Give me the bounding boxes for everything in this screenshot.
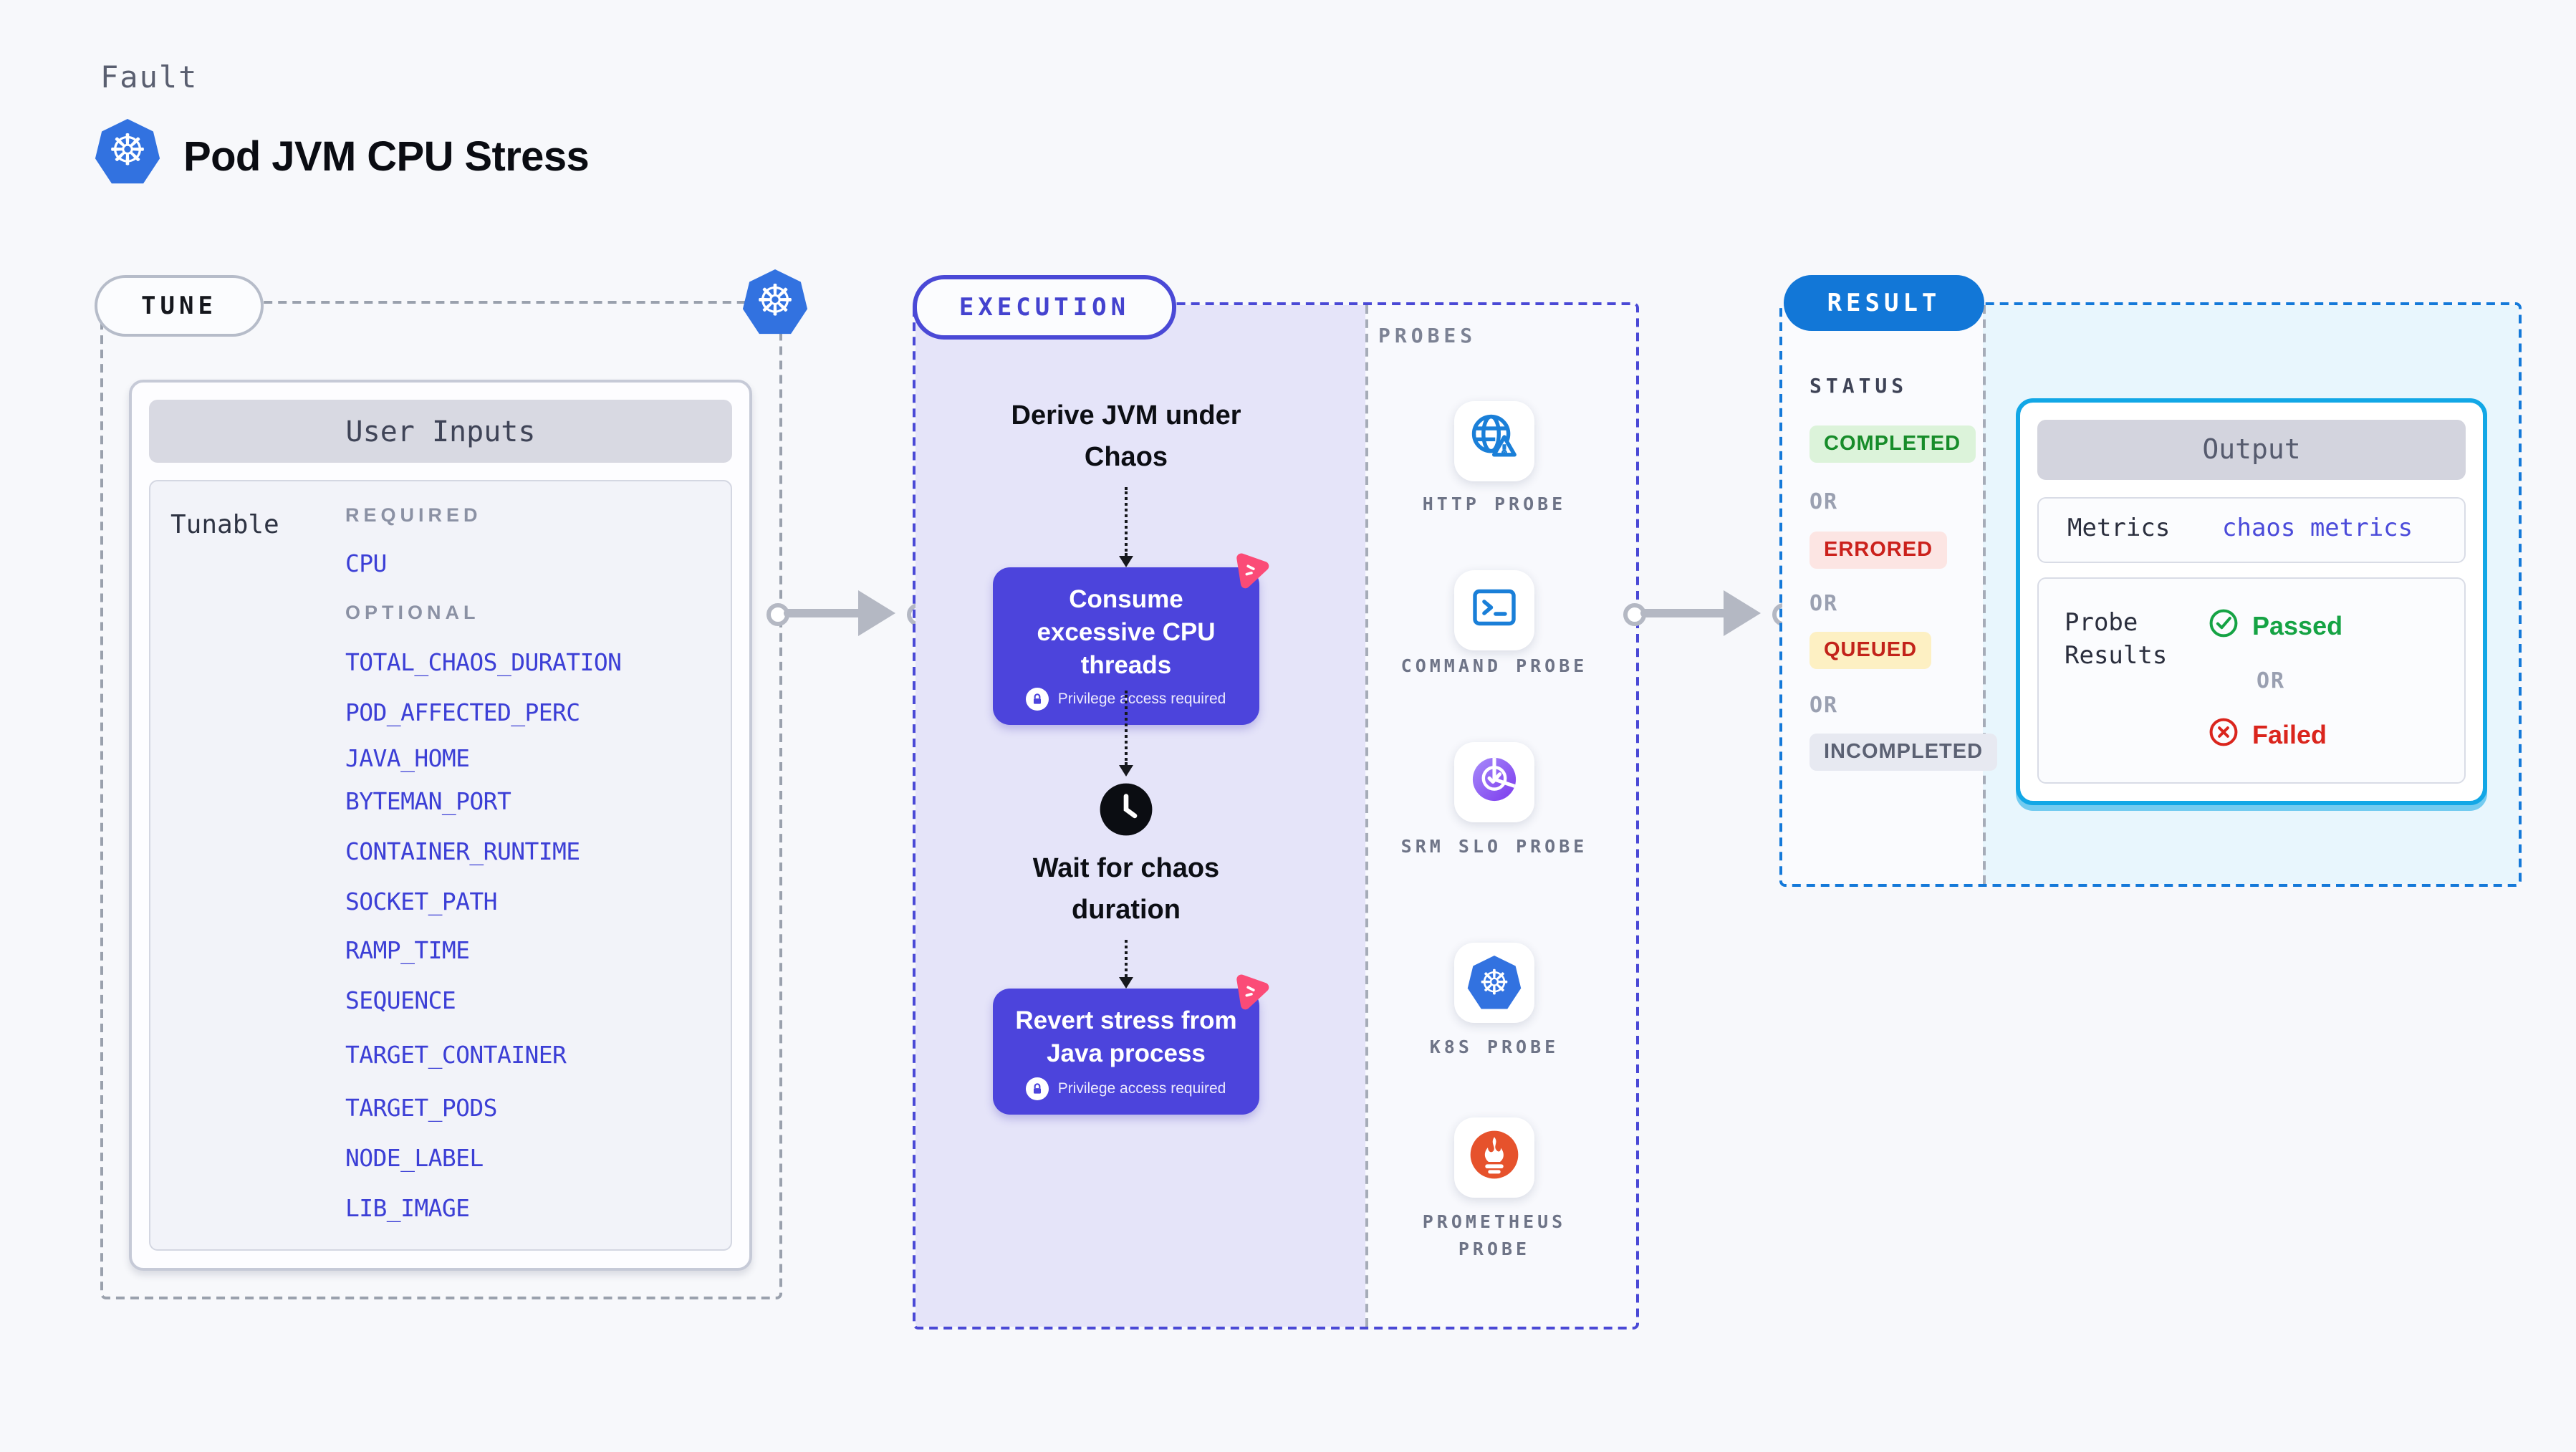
status-badge-completed: COMPLETED: [1810, 425, 1976, 463]
command-probe-card: [1454, 570, 1534, 650]
probe-result-failed: Failed: [2208, 716, 2327, 755]
terminal-icon: [1469, 581, 1520, 640]
chaos-experiment-icon: [1229, 549, 1272, 592]
param-lib-image: LIB_IMAGE: [345, 1195, 470, 1222]
param-ramp-time: RAMP_TIME: [345, 937, 470, 964]
flow-connector: [1125, 691, 1128, 765]
srm-slo-probe-card: [1454, 742, 1534, 822]
slo-check-icon: [1467, 751, 1522, 813]
passed-label: Passed: [2252, 612, 2343, 640]
or-separator: OR: [1810, 590, 1839, 616]
probe-results-label: Probe Results: [2065, 609, 2168, 670]
probe-label: K8S PROBE: [1429, 1036, 1559, 1057]
flow-connector: [1125, 487, 1128, 556]
kubernetes-icon: ☸: [742, 269, 808, 335]
failed-label: Failed: [2252, 721, 2327, 749]
status-badge-errored: ERRORED: [1810, 532, 1948, 569]
probe-label: COMMAND PROBE: [1400, 655, 1588, 676]
probe-label: HTTP PROBE: [1422, 493, 1567, 514]
probe-label: SRM SLO PROBE: [1400, 835, 1588, 857]
probes-panel-label: PROBES: [1378, 325, 1477, 348]
optional-group-label: OPTIONAL: [345, 602, 480, 623]
output-card: Output Metrics chaos metrics Probe Resul…: [2016, 398, 2487, 805]
param-container-runtime: CONTAINER_RUNTIME: [345, 838, 580, 865]
flow-arrowhead-icon: [1119, 556, 1133, 567]
tune-badge: TUNE: [95, 275, 264, 337]
tune-to-execution-arrow: [766, 590, 930, 636]
prometheus-flame-icon: [1466, 1125, 1523, 1190]
status-heading: STATUS: [1810, 375, 1908, 398]
param-pod-affected-perc: POD_AFFECTED_PERC: [345, 699, 580, 726]
or-separator: OR: [1810, 692, 1839, 718]
metrics-row: Metrics chaos metrics: [2037, 497, 2466, 563]
prometheus-probe-card: [1454, 1117, 1534, 1198]
probe-results-box: Probe Results Passed OR Failed: [2037, 577, 2466, 784]
lock-icon: [1026, 1077, 1049, 1100]
chaos-experiment-icon: [1229, 970, 1272, 1013]
lock-icon: [1026, 688, 1049, 711]
clock-icon: [1099, 782, 1153, 837]
user-inputs-title: User Inputs: [149, 400, 732, 463]
param-total-chaos-duration: TOTAL_CHAOS_DURATION: [345, 649, 622, 676]
tune-section-box: [100, 301, 782, 1299]
flow-connector: [1125, 940, 1128, 977]
flow-step-wait: Wait for chaos duration: [1032, 854, 1220, 926]
flow-arrowhead-icon: [1119, 765, 1133, 777]
privilege-label: Privilege access required: [1057, 691, 1226, 708]
or-separator: OR: [1810, 489, 1839, 514]
page-title: Pod JVM CPU Stress: [183, 135, 590, 181]
privilege-row: Privilege access required: [993, 1069, 1259, 1114]
x-circle-icon: [2208, 716, 2239, 755]
globe-alert-icon: [1467, 410, 1522, 472]
k8s-probe-card: ☸: [1454, 943, 1534, 1023]
execution-to-result-arrow: [1623, 590, 1795, 636]
flow-step-derive-jvm: Derive JVM under Chaos: [1011, 401, 1241, 473]
status-badge-incompleted: INCOMPLETED: [1810, 734, 1998, 771]
kubernetes-icon: ☸: [95, 119, 160, 184]
metrics-value: chaos metrics: [2222, 514, 2413, 543]
flow-node-title: Revert stress from Java process: [1015, 1006, 1237, 1067]
param-cpu: CPU: [345, 550, 387, 577]
probe-label: PROMETHEUS PROBE: [1422, 1211, 1567, 1259]
param-target-container: TARGET_CONTAINER: [345, 1042, 567, 1069]
user-inputs-card: User Inputs Tunable REQUIRED CPU OPTIONA…: [129, 380, 752, 1271]
param-socket-path: SOCKET_PATH: [345, 888, 498, 915]
param-java-home: JAVA_HOME: [345, 745, 470, 772]
output-title: Output: [2037, 420, 2466, 480]
metrics-label: Metrics: [2067, 514, 2171, 543]
param-byteman-port: BYTEMAN_PORT: [345, 788, 511, 815]
execution-badge: EXECUTION: [913, 275, 1176, 340]
tunable-params-list: Tunable REQUIRED CPU OPTIONAL TOTAL_CHAO…: [149, 480, 732, 1251]
required-group-label: REQUIRED: [345, 504, 482, 526]
check-circle-icon: [2208, 607, 2239, 646]
param-sequence: SEQUENCE: [345, 987, 456, 1014]
or-separator: OR: [2257, 668, 2286, 693]
probe-result-passed: Passed: [2208, 607, 2342, 646]
flow-arrowhead-icon: [1119, 977, 1133, 989]
param-node-label: NODE_LABEL: [345, 1145, 484, 1172]
tunable-label: Tunable: [170, 510, 279, 540]
privilege-row: Privilege access required: [993, 681, 1259, 726]
kubernetes-icon: ☸: [1467, 956, 1522, 1009]
flow-node-revert-stress: Revert stress from Java process Privileg…: [993, 989, 1259, 1114]
param-target-pods: TARGET_PODS: [345, 1095, 498, 1122]
http-probe-card: [1454, 401, 1534, 481]
privilege-label: Privilege access required: [1057, 1080, 1226, 1097]
fault-kicker: Fault: [100, 60, 198, 95]
status-column: [1782, 305, 1983, 884]
status-badge-queued: QUEUED: [1810, 632, 1932, 669]
result-badge: RESULT: [1784, 275, 1984, 331]
flow-node-title: Consume excessive CPU threads: [1037, 585, 1216, 678]
